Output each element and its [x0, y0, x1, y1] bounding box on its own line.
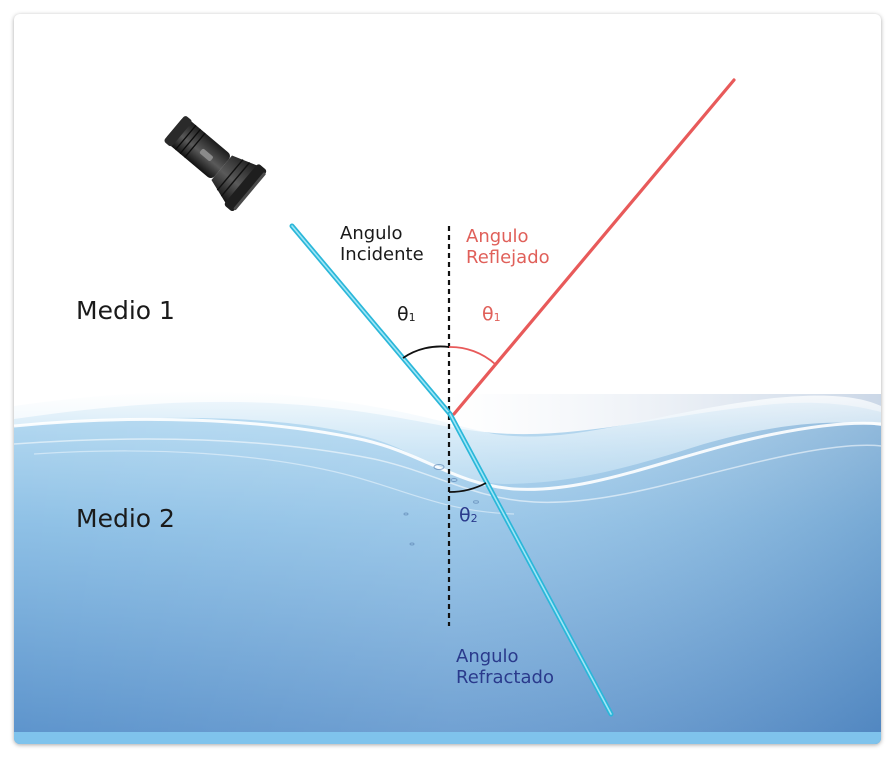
- wave-highlight: [14, 391, 881, 484]
- incident-theta-letter: θ: [397, 303, 409, 325]
- refracted-beam-core: [449, 413, 612, 715]
- refracted-theta-subscript: 2: [470, 512, 478, 525]
- refracted-angle-line1: Angulo: [456, 646, 519, 667]
- floor-strip: [14, 732, 881, 744]
- incident-angle-line2: Incidente: [340, 243, 424, 265]
- incident-angle-line1: Angulo: [340, 223, 403, 244]
- reflected-beam: [452, 78, 736, 416]
- refraction-diagram: [14, 78, 881, 744]
- incident-theta-symbol: θ1: [397, 303, 416, 326]
- refracted-theta-letter: θ: [459, 504, 471, 526]
- wave-line: [14, 438, 881, 504]
- wave-line: [14, 417, 881, 491]
- reflected-angle-line1: Angulo: [466, 226, 529, 247]
- reflected-theta-subscript: 1: [493, 311, 501, 324]
- refracted-angle-arc: [448, 482, 487, 493]
- reflected-angle-line2: Reflejado: [466, 246, 550, 268]
- incident-angle-label: Angulo Incidente: [340, 223, 424, 265]
- refracted-theta-symbol: θ2: [459, 504, 478, 527]
- refracted-angle-line2: Refractado: [456, 666, 554, 688]
- reflected-theta-symbol: θ1: [482, 303, 501, 326]
- medium-2-label: Medio 2: [76, 504, 175, 533]
- reflected-angle-label: Angulo Reflejado: [466, 226, 550, 268]
- flashlight-icon: [164, 116, 267, 212]
- diagram-frame: Medio 1 Medio 2 Angulo Incidente Angulo …: [14, 14, 881, 744]
- incident-angle-arc: [402, 345, 450, 359]
- medium-1-label: Medio 1: [76, 296, 175, 325]
- incident-theta-subscript: 1: [408, 311, 416, 324]
- bubbles: [403, 464, 479, 546]
- incident-beam-core: [291, 225, 451, 415]
- refracted-angle-label: Angulo Refractado: [456, 646, 554, 688]
- reflected-angle-arc: [448, 346, 496, 365]
- reflected-theta-letter: θ: [482, 303, 494, 325]
